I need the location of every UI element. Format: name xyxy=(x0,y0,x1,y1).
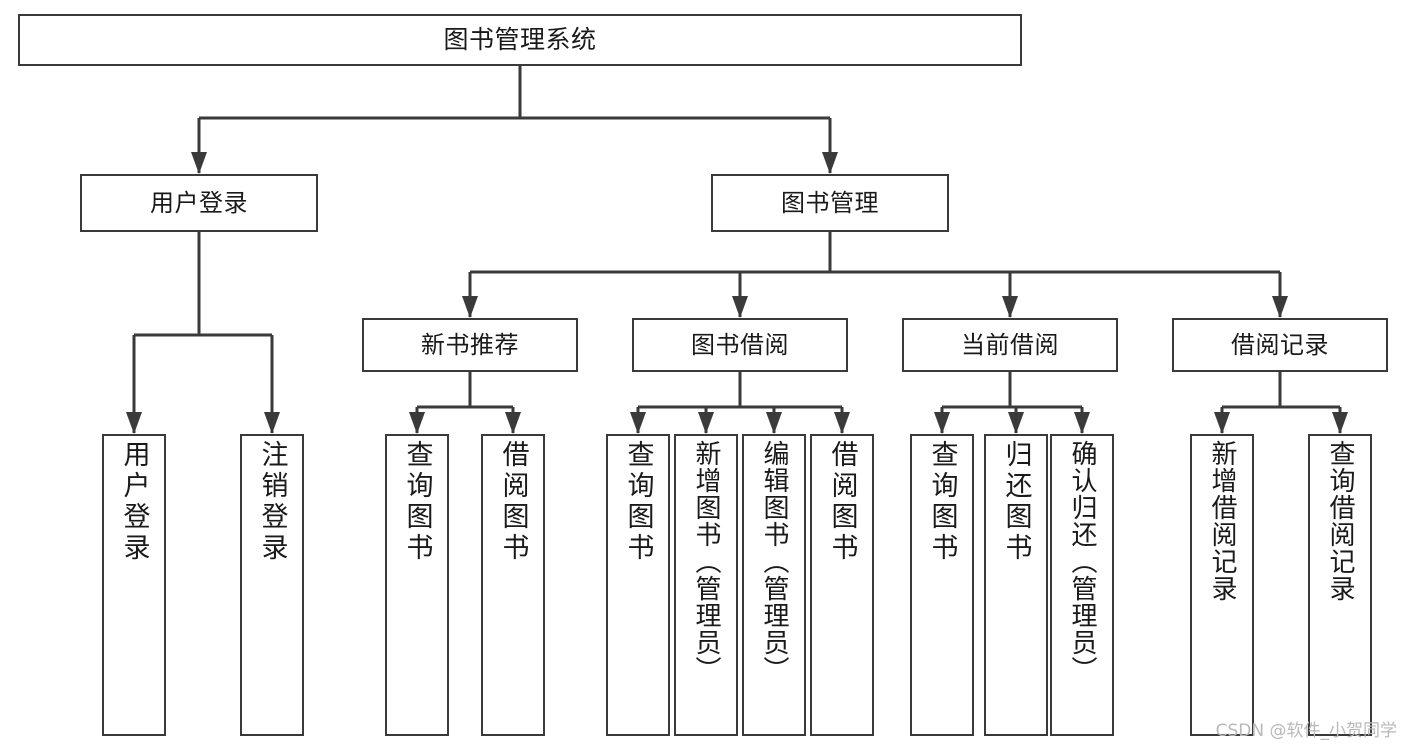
node-login: 用户登录 xyxy=(80,174,318,232)
node-label-l-query1: 查询图书 xyxy=(401,440,433,564)
node-l-query2: 查询图书 xyxy=(606,434,670,736)
node-label-l-addrec: 新增借阅记录 xyxy=(1207,440,1237,602)
node-l-queryrec: 查询借阅记录 xyxy=(1308,434,1372,736)
node-label-l-borrow2: 借阅图书 xyxy=(826,440,858,564)
node-label-l-query3: 查询图书 xyxy=(926,440,958,564)
node-l-addrec: 新增借阅记录 xyxy=(1190,434,1254,736)
node-label-login: 用户登录 xyxy=(150,188,248,217)
node-l-logout: 注销登录 xyxy=(240,434,304,736)
node-label-l-queryrec: 查询借阅记录 xyxy=(1325,440,1355,602)
node-label-l-borrow1: 借阅图书 xyxy=(497,440,529,564)
node-records: 借阅记录 xyxy=(1172,318,1388,372)
node-label-l-add: 新增图书（管理员） xyxy=(691,440,721,683)
node-l-borrow2: 借阅图书 xyxy=(810,434,874,736)
node-root: 图书管理系统 xyxy=(18,14,1022,66)
node-label-root: 图书管理系统 xyxy=(443,25,597,55)
watermark: CSDN @软件_小贺同学 xyxy=(1215,721,1397,741)
node-l-confirm: 确认归还（管理员） xyxy=(1050,434,1114,736)
node-l-return: 归还图书 xyxy=(984,434,1048,736)
node-label-bookmgmt: 图书管理 xyxy=(781,188,879,217)
node-label-l-confirm: 确认归还（管理员） xyxy=(1067,440,1097,683)
node-label-l-query2: 查询图书 xyxy=(622,440,654,564)
node-label-borrow: 图书借阅 xyxy=(691,330,789,359)
node-label-l-return: 归还图书 xyxy=(1000,440,1032,564)
node-current: 当前借阅 xyxy=(902,318,1118,372)
node-l-add: 新增图书（管理员） xyxy=(674,434,738,736)
node-newbook: 新书推荐 xyxy=(362,318,578,372)
node-label-l-login: 用户登录 xyxy=(118,440,150,564)
node-borrow: 图书借阅 xyxy=(632,318,848,372)
node-bookmgmt: 图书管理 xyxy=(711,174,949,232)
node-l-query1: 查询图书 xyxy=(385,434,449,736)
node-label-newbook: 新书推荐 xyxy=(421,330,519,359)
node-label-current: 当前借阅 xyxy=(961,330,1059,359)
node-l-query3: 查询图书 xyxy=(910,434,974,736)
node-label-l-edit: 编辑图书（管理员） xyxy=(759,440,789,683)
node-label-records: 借阅记录 xyxy=(1231,330,1329,359)
node-label-l-logout: 注销登录 xyxy=(256,440,288,564)
node-l-edit: 编辑图书（管理员） xyxy=(742,434,806,736)
node-l-borrow1: 借阅图书 xyxy=(481,434,545,736)
node-l-login: 用户登录 xyxy=(102,434,166,736)
